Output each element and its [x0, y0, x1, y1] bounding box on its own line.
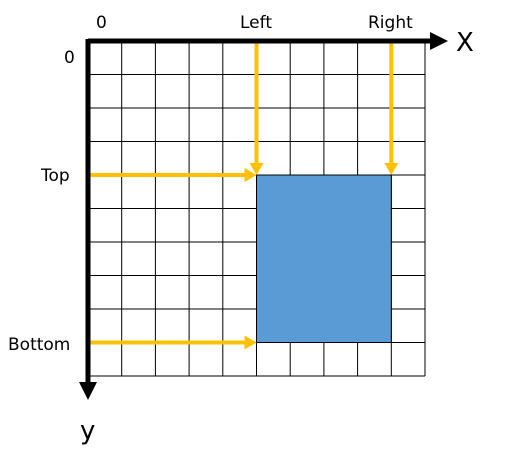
- x-axis-arrow-icon: [430, 32, 448, 50]
- axes: [79, 32, 448, 400]
- y-axis-arrow-icon: [79, 382, 97, 400]
- left-arrow: [249, 41, 264, 175]
- arrowhead-icon: [249, 163, 264, 175]
- y-axis-label: y: [80, 416, 96, 446]
- bottom-arrow: [90, 335, 257, 350]
- top-label: Top: [41, 166, 70, 186]
- right-label: Right: [368, 13, 413, 33]
- bottom-label: Bottom: [8, 335, 71, 355]
- origin-x-label: 0: [96, 13, 107, 33]
- guide-arrows: [90, 41, 399, 350]
- arrowhead-icon: [244, 335, 257, 350]
- top-arrow: [90, 168, 257, 182]
- x-axis-label: X: [456, 28, 474, 58]
- origin-y-label: 0: [64, 48, 75, 68]
- arrowhead-icon: [384, 163, 399, 175]
- arrowhead-icon: [244, 168, 257, 182]
- left-label: Left: [240, 13, 272, 33]
- right-arrow: [384, 41, 399, 175]
- highlighted-rectangle: [256, 174, 392, 343]
